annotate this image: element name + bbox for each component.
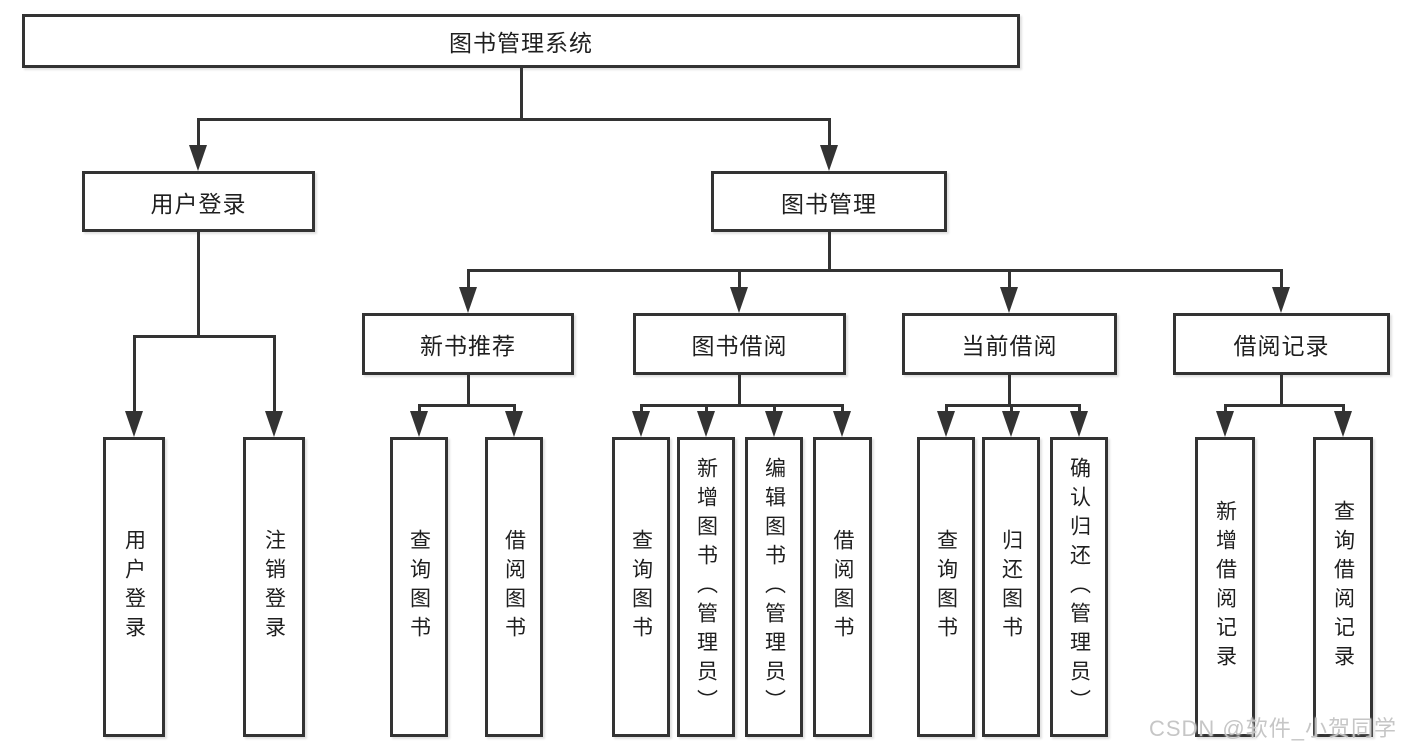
node-root-label: 图书管理系统 [449,30,593,56]
node-book-borrowing-label: 图书借阅 [691,333,788,359]
leaf-query-books-recommend-label: 查询图书 [407,529,431,645]
arrowhead-icon [265,411,283,437]
connector-line [197,232,200,337]
arrowhead-icon [1216,411,1234,437]
leaf-logout-label: 注销登录 [262,529,286,645]
connector-line [1342,404,1345,414]
arrowhead-icon [1334,411,1352,437]
connector-line [738,269,741,291]
leaf-return-books-label: 归还图书 [999,529,1023,645]
arrowhead-icon [459,287,477,313]
connector-line [273,335,276,411]
leaf-query-books-recommend: 查询图书 [390,437,448,737]
arrowhead-icon [1002,411,1020,437]
node-current-borrowing-label: 当前借阅 [961,333,1058,359]
leaf-query-books-borrow: 查询图书 [612,437,670,737]
connector-line [705,404,708,414]
connector-line [1008,375,1011,407]
arrowhead-icon [937,411,955,437]
node-book-management: 图书管理 [711,171,947,232]
arrowhead-icon [833,411,851,437]
leaf-query-borrow-record: 查询借阅记录 [1313,437,1373,737]
connector-line [841,404,844,414]
connector-line [467,269,1283,272]
connector-line [828,232,831,272]
connector-line [1224,404,1345,407]
leaf-query-books-borrow-label: 查询图书 [629,529,653,645]
node-new-book-recommend: 新书推荐 [362,313,574,375]
connector-line [640,404,844,407]
arrowhead-icon [632,411,650,437]
node-current-borrowing: 当前借阅 [902,313,1117,375]
arrowhead-icon [765,411,783,437]
leaf-borrow-books-recommend-label: 借阅图书 [502,529,526,645]
connector-line [418,404,421,414]
leaf-query-books-current: 查询图书 [917,437,975,737]
node-book-management-label: 图书管理 [781,190,877,217]
connector-line [1008,269,1011,291]
leaf-borrow-books-recommend: 借阅图书 [485,437,543,737]
leaf-confirm-return-admin-label: 确认归还（管理员） [1067,456,1091,718]
arrowhead-icon [189,145,207,171]
connector-line [1280,269,1283,291]
leaf-borrow-books-borrow: 借阅图书 [813,437,872,737]
connector-line [133,335,136,411]
connector-line [640,404,643,414]
connector-line [520,68,523,121]
connector-line [945,404,948,414]
arrowhead-icon [820,145,838,171]
leaf-confirm-return-admin: 确认归还（管理员） [1050,437,1108,737]
leaf-query-books-current-label: 查询图书 [934,529,958,645]
connector-line [467,375,470,407]
connector-line [828,118,831,150]
leaf-borrow-books-borrow-label: 借阅图书 [831,529,854,645]
leaf-user-login-label: 用户登录 [122,529,146,645]
arrowhead-icon [1272,287,1290,313]
leaf-add-book-admin: 新增图书（管理员） [677,437,735,737]
connector-line [467,269,470,291]
connector-line [418,404,516,407]
connector-line [738,375,741,407]
leaf-logout: 注销登录 [243,437,305,737]
node-book-borrowing: 图书借阅 [633,313,846,375]
node-user-login: 用户登录 [82,171,315,232]
leaf-add-book-admin-label: 新增图书（管理员） [694,456,718,718]
connector-line [1224,404,1227,414]
node-borrowing-records: 借阅记录 [1173,313,1390,375]
connector-line [1280,375,1283,407]
arrowhead-icon [1070,411,1088,437]
arrowhead-icon [1000,287,1018,313]
connector-line [1010,404,1013,414]
arrowhead-icon [125,411,143,437]
leaf-add-borrow-record-label: 新增借阅记录 [1213,500,1237,674]
node-borrowing-records-label: 借阅记录 [1233,333,1330,359]
leaf-return-books: 归还图书 [982,437,1040,737]
connector-line [197,118,831,121]
leaf-query-borrow-record-label: 查询借阅记录 [1331,500,1355,674]
arrowhead-icon [730,287,748,313]
node-user-login-label: 用户登录 [150,190,247,217]
leaf-edit-book-admin-label: 编辑图书（管理员） [762,456,786,718]
leaf-add-borrow-record: 新增借阅记录 [1195,437,1255,737]
connector-line [773,404,776,414]
connector-line [945,404,1081,407]
arrowhead-icon [410,411,428,437]
node-root: 图书管理系统 [22,14,1020,68]
connector-line [197,118,200,150]
connector-line [513,404,516,414]
arrowhead-icon [697,411,715,437]
csdn-watermark: CSDN @软件_小贺同学 [1148,716,1397,741]
leaf-user-login: 用户登录 [103,437,165,737]
leaf-edit-book-admin: 编辑图书（管理员） [745,437,803,737]
connector-line [133,335,276,338]
node-new-book-recommend-label: 新书推荐 [420,333,516,359]
connector-line [1078,404,1081,414]
arrowhead-icon [505,411,523,437]
